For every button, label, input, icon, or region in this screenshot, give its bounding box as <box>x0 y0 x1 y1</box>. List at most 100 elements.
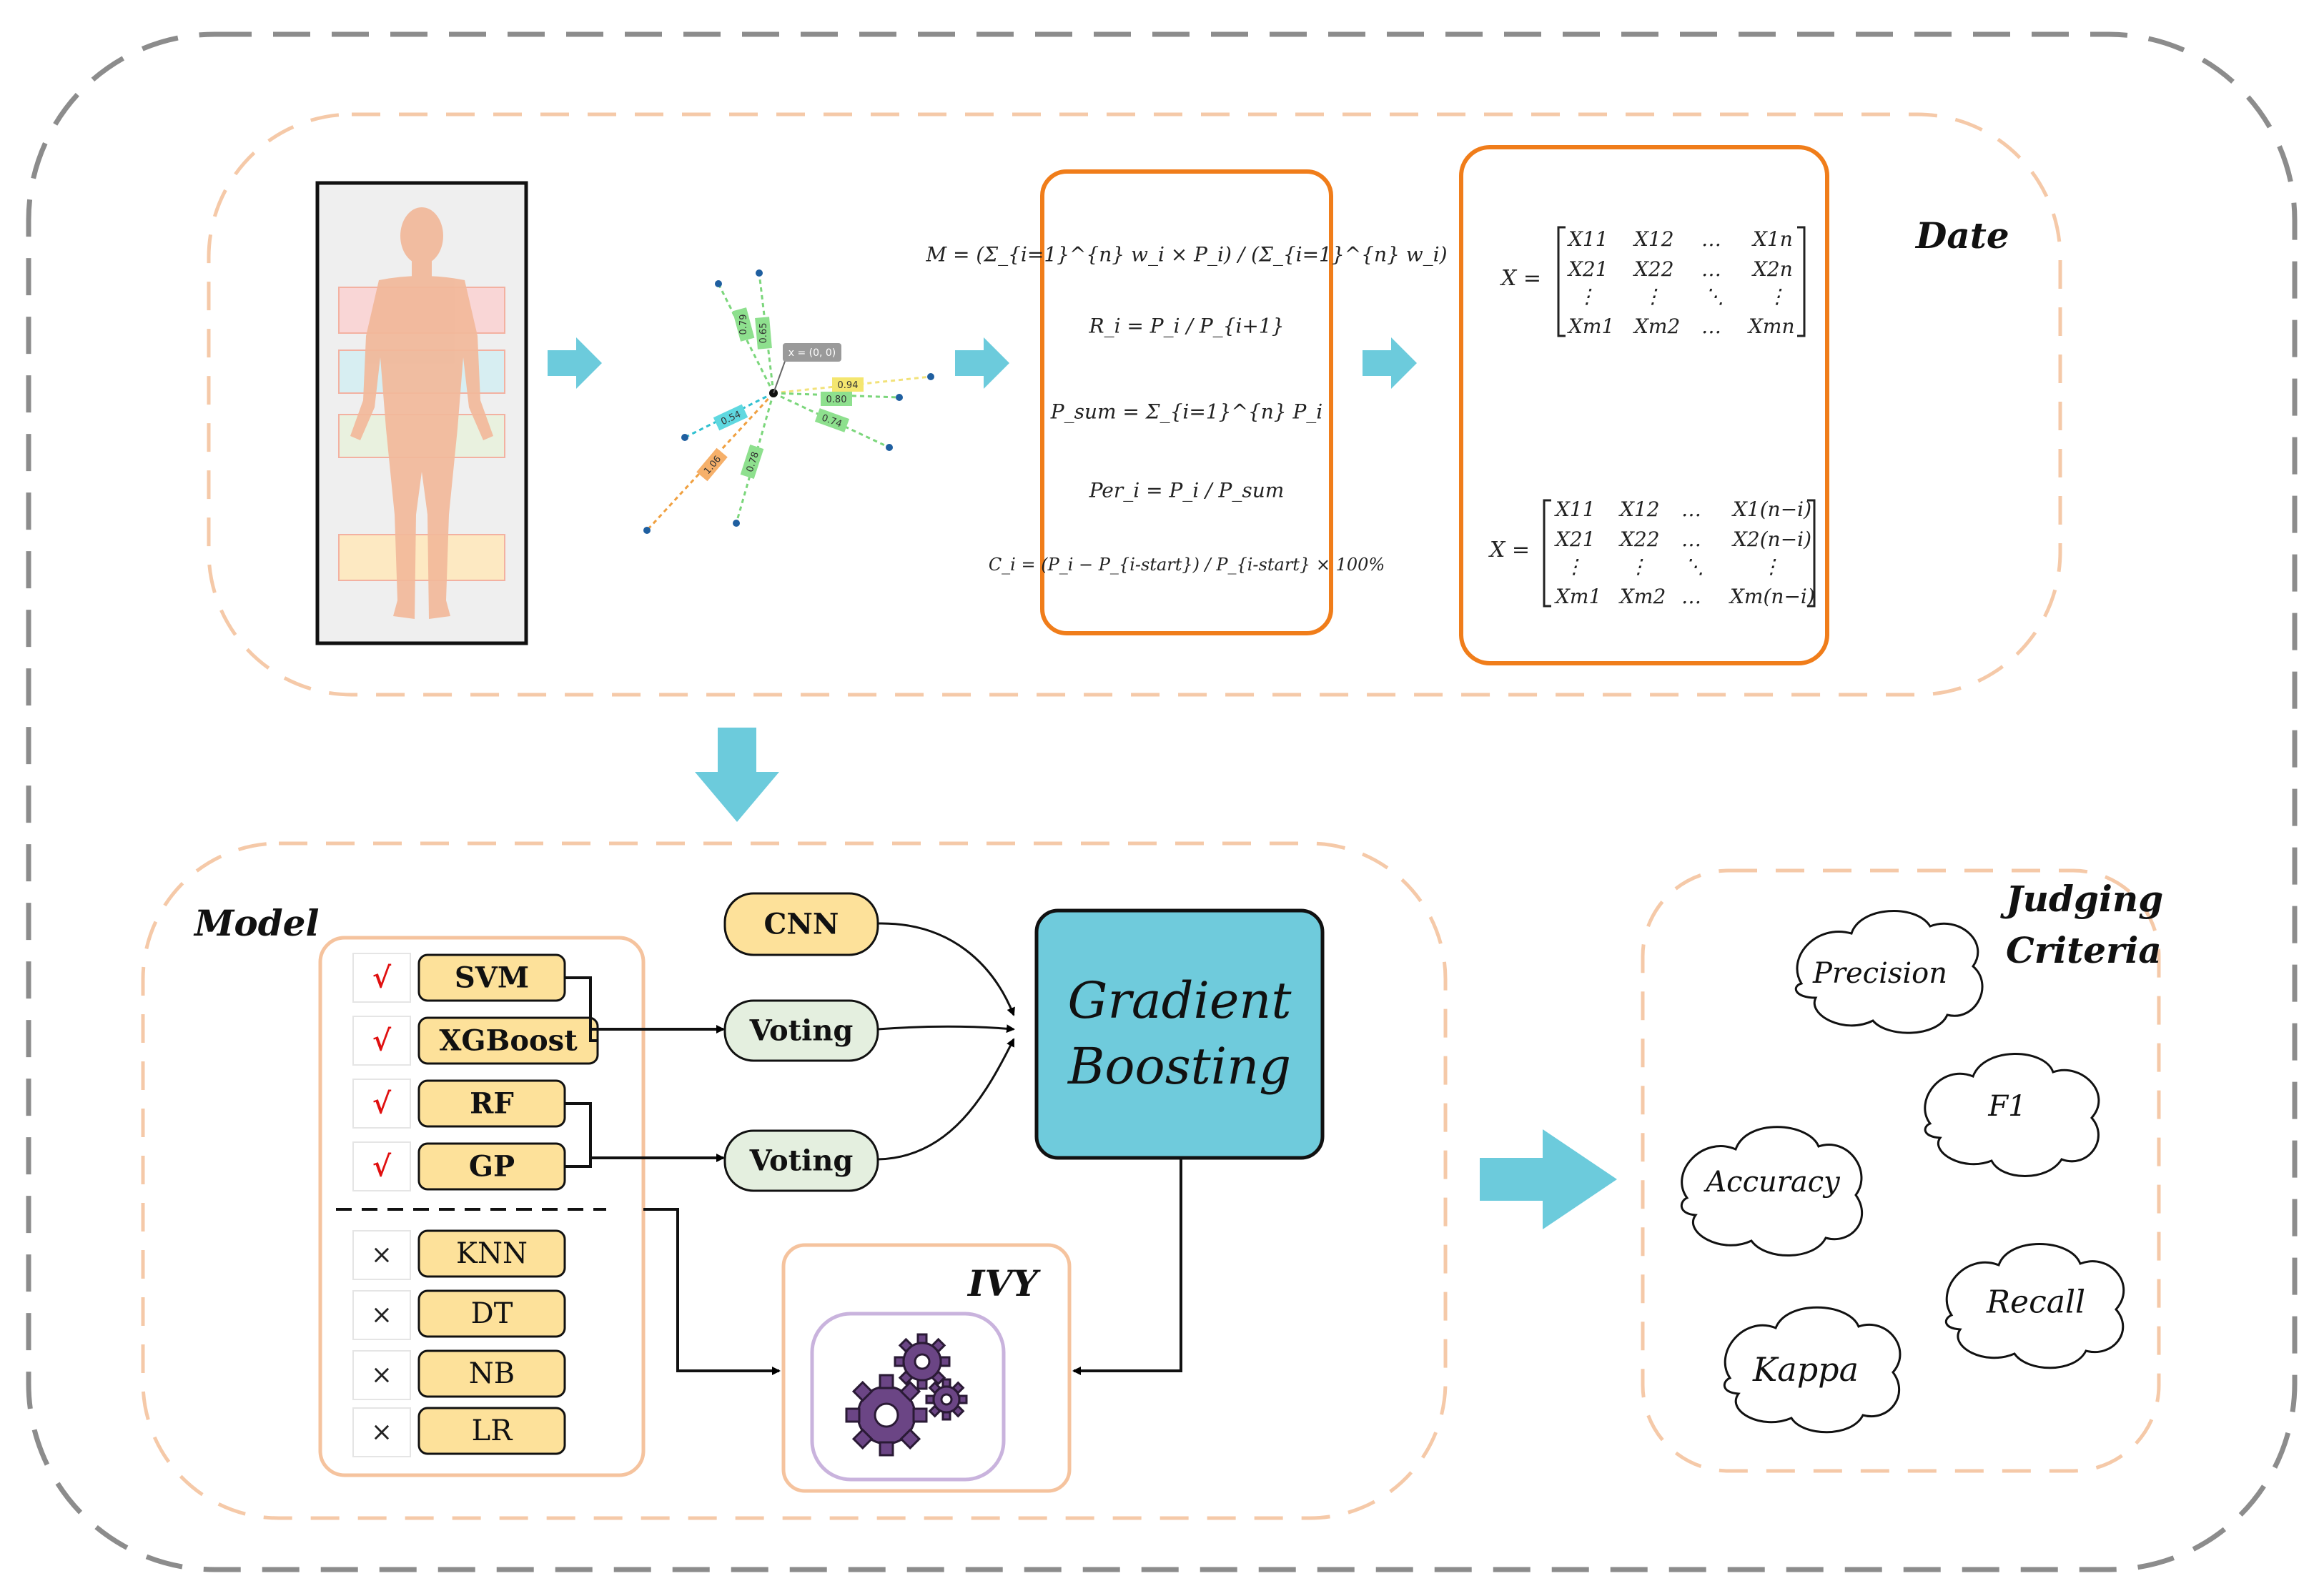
model-list-panel <box>318 936 646 1477</box>
matrix-cell: ⋮ <box>1767 284 1787 308</box>
cnn-label: CNN <box>763 907 839 941</box>
matrix-cell: … <box>1701 227 1721 251</box>
criterion-accuracy: Accuracy <box>1706 1166 1840 1199</box>
check-mark: √ <box>372 1086 392 1121</box>
cnn-node <box>723 892 879 956</box>
matrix-cell: X22 <box>1620 527 1660 551</box>
plot-value-label: 0.80 <box>826 395 847 405</box>
model-rf: RF <box>470 1086 514 1121</box>
formula-r: R_i = P_i / P_{i+1} <box>1089 314 1285 338</box>
gradient-boosting-label-line2: Boosting <box>1067 1037 1292 1096</box>
flow-arrow-down <box>695 728 779 822</box>
criterion-recall: Recall <box>1986 1284 2086 1321</box>
gradient-boosting-node <box>1034 908 1325 1160</box>
criterion-precision: Precision <box>1812 957 1948 990</box>
model-xgboost: XGBoost <box>439 1024 578 1058</box>
matrix-cell: … <box>1681 497 1701 521</box>
formula-psum: P_sum = Σ_{i=1}^{n} P_i <box>1050 400 1323 424</box>
voting-label-2: Voting <box>749 1144 854 1178</box>
voting-label-1: Voting <box>749 1013 854 1048</box>
matrix-cell: X12 <box>1634 227 1674 251</box>
criteria-section-title-line1: Judging <box>2006 878 2164 920</box>
formula-c: C_i = (P_i − P_{i-start}) / P_{i-start} … <box>988 555 1385 575</box>
matrix-cell: ⋮ <box>1577 284 1597 308</box>
voting-node-2 <box>723 1129 879 1192</box>
matrix-cell: ⋱ <box>1684 555 1704 578</box>
human-body-icon <box>350 207 493 619</box>
cloud-recall <box>1945 1243 2125 1369</box>
ivy-title: IVY <box>968 1262 1038 1304</box>
matrix-bottom-lhs: X = <box>1490 537 1531 562</box>
cloud-kappa <box>1724 1306 1902 1434</box>
data-section-title: Date <box>1916 214 2009 257</box>
matrix-cell: … <box>1681 527 1701 551</box>
outer-frame <box>26 31 2298 1572</box>
model-nb: NB <box>468 1357 515 1390</box>
flow-arrow-right <box>1480 1129 1617 1229</box>
cross-mark: × <box>370 1360 393 1390</box>
matrix-cell: Xm1 <box>1568 314 1615 338</box>
matrix-cell: X21 <box>1556 527 1596 551</box>
model-connectors <box>565 976 725 1168</box>
matrix-top-lhs: X = <box>1501 266 1542 291</box>
model-svm: SVM <box>454 961 530 995</box>
matrix-box <box>1459 145 1829 665</box>
matrix-cell: Xm1 <box>1556 585 1602 608</box>
cloud-precision <box>1794 910 1984 1034</box>
cross-mark: × <box>370 1300 393 1330</box>
formula-m: M = (Σ_{i=1}^{n} w_i × P_i) / (Σ_{i=1}^{… <box>926 242 1448 267</box>
criterion-kappa: Kappa <box>1752 1350 1859 1389</box>
check-mark: √ <box>372 1024 392 1058</box>
model-knn: KNN <box>456 1237 528 1270</box>
flow-arrow-right <box>1363 337 1417 389</box>
vector-plot: x = (0, 0) 0.79 0.65 0.94 0.80 0.74 0.54… <box>643 269 934 534</box>
matrix-cell: Xmn <box>1749 314 1795 338</box>
plot-value-label: 0.79 <box>738 314 749 335</box>
model-pills <box>417 953 599 1455</box>
matrix-cell: X11 <box>1556 497 1596 521</box>
cross-mark: × <box>370 1417 393 1447</box>
cloud-f1 <box>1924 1053 2100 1177</box>
matrix-brackets <box>1543 226 1816 608</box>
cross-mark: × <box>370 1240 393 1270</box>
model-section-title: Model <box>194 902 320 944</box>
ivy-connectors <box>643 1158 1182 1375</box>
criterion-f1: F1 <box>1988 1090 2027 1123</box>
matrix-cell: ⋮ <box>1761 555 1781 578</box>
matrix-cell: ⋮ <box>1564 555 1584 578</box>
formula-per: Per_i = P_i / P_sum <box>1089 478 1285 502</box>
check-mark: √ <box>372 1149 392 1184</box>
matrix-cell: X12 <box>1620 497 1660 521</box>
gears-icon <box>845 1333 968 1457</box>
criteria-section-title-line2: Criteria <box>2006 929 2162 971</box>
criteria-clouds <box>1681 910 2125 1434</box>
ensemble-connectors <box>877 922 1015 1161</box>
gradient-boosting-label-line1: Gradient <box>1067 971 1292 1030</box>
matrix-cell: X22 <box>1634 257 1674 281</box>
mark-boxes <box>352 953 411 1457</box>
data-section-frame <box>207 112 2062 697</box>
matrix-cell: X2n <box>1753 257 1793 281</box>
cloud-accuracy <box>1681 1126 1864 1257</box>
matrix-cell: ⋮ <box>1643 284 1663 308</box>
origin-label: x = (0, 0) <box>788 347 836 359</box>
check-mark: √ <box>372 961 392 995</box>
matrix-cell: X21 <box>1568 257 1608 281</box>
model-lr: LR <box>471 1414 513 1447</box>
model-section-frame <box>141 841 1448 1520</box>
matrix-cell: Xm2 <box>1634 314 1681 338</box>
flow-arrow-right <box>955 337 1009 389</box>
matrix-cell: … <box>1701 314 1721 338</box>
matrix-cell: … <box>1701 257 1721 281</box>
body-figure-panel <box>315 181 528 645</box>
model-gp: GP <box>468 1149 515 1184</box>
matrix-cell: X2(n−i) <box>1733 527 1812 551</box>
matrix-cell: X11 <box>1568 227 1608 251</box>
voting-node-1 <box>723 999 879 1062</box>
formula-box <box>1040 169 1333 635</box>
flow-arrow-right <box>548 337 602 389</box>
matrix-cell: ⋱ <box>1704 284 1724 308</box>
matrix-cell: X1n <box>1753 227 1793 251</box>
matrix-cell: … <box>1681 585 1701 608</box>
